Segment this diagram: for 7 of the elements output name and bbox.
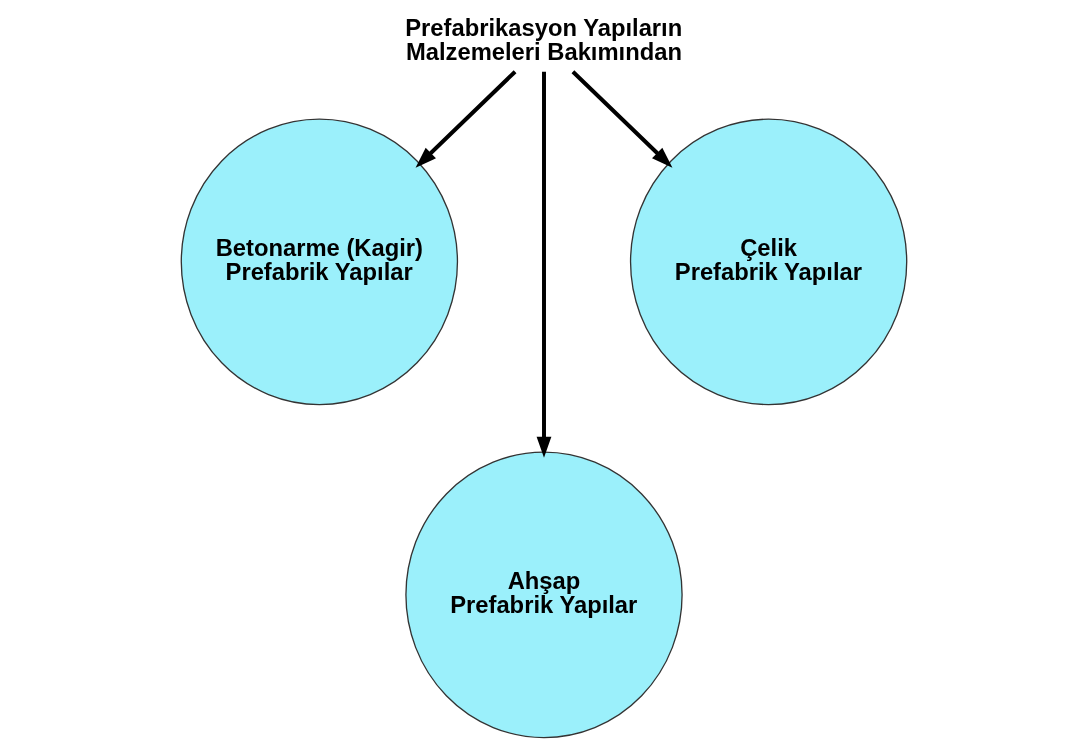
arrow xyxy=(571,70,673,168)
arrow xyxy=(536,71,552,458)
node-circle: Ahşap Prefabrik Yapılar xyxy=(405,451,683,739)
node-text: Prefabrikasyon Yapıların Malzemeleri Bakımından xyxy=(405,14,683,66)
arrow xyxy=(415,70,517,168)
node-circle: Betonarme (Kagir) Prefabrik Yapılar xyxy=(180,118,459,406)
node-circle: Çelik Prefabrik Yapılar xyxy=(629,118,908,406)
